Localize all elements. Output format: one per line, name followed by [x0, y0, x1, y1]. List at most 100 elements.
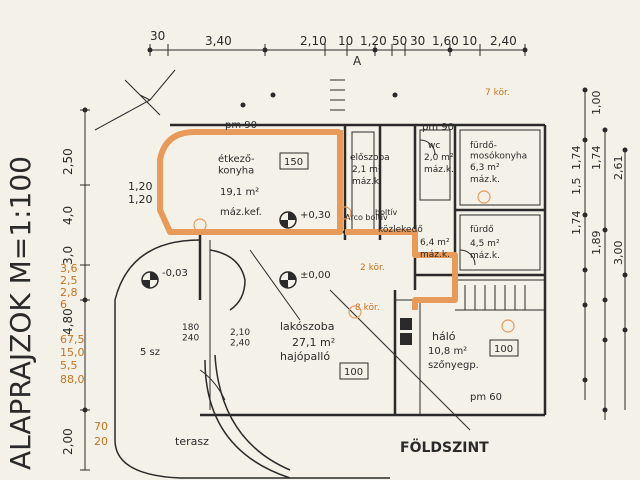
room-furdo-floor: máz.k.: [470, 175, 500, 185]
kitchen-highlight: [157, 129, 458, 310]
margin-note-3: 2,5: [60, 274, 78, 287]
room-halo-name: háló: [432, 330, 456, 343]
note-boltiv: Arco boltív: [345, 213, 388, 222]
note-stair-5: 5 sz: [140, 347, 160, 358]
dim-left-2: 3,0: [61, 246, 75, 265]
dim-top-5: 50: [392, 34, 407, 48]
dim-top-6: 30: [410, 34, 425, 48]
room-halo-area: 10,8 m²: [428, 346, 467, 357]
terrace-outline: [114, 239, 390, 479]
chimney: [400, 318, 412, 345]
room-furdo2-floor: máz.k.: [470, 251, 500, 261]
room-furdo-area: 6,3 m²: [470, 163, 500, 173]
room-eloszoba-area: 2,1 m²: [352, 165, 382, 175]
dim-right-7: 3,00: [612, 241, 625, 266]
side-title: ALAPRAJZOK M=1:100: [4, 156, 37, 470]
left-margin-notes: 1,20 1,20 3,6 2,5 2,8 6 67,5 15,0 5,5 88…: [60, 180, 153, 448]
room-etkezo-level: 150: [284, 157, 303, 168]
room-etkezo-area: 19,1 m²: [220, 187, 259, 198]
room-wc-floor: máz.k.: [424, 165, 454, 175]
dim-left-4: 2,00: [61, 428, 75, 455]
room-kozlekedo-floor: máz.k.: [420, 250, 450, 260]
note-pm-bath: pm 90: [422, 122, 454, 133]
annotations: pm 90 pm 90 pm 60 +0,30 -0,03 ±0,00 Arco…: [140, 88, 510, 403]
note-nr-8: 8 kör.: [355, 303, 380, 313]
room-etkezo-name: étkező-konyha: [218, 153, 255, 177]
margin-note-9: 88,0: [60, 373, 85, 386]
dim-top-1: 3,40: [205, 34, 232, 48]
dim-top-0: 30: [150, 29, 165, 43]
note-level-003: -0,03: [162, 268, 188, 279]
note-pm-kitchen: pm 90: [225, 120, 257, 131]
north-arrow: [94, 69, 176, 131]
dim-right-3: 1,74: [590, 146, 603, 171]
room-furdo2-name: fürdő: [470, 225, 494, 235]
room-lakoszoba-area: 27,1 m²: [292, 336, 335, 349]
left-dimension-labels: 2,50 4,0 3,0 4,80 2,00: [61, 148, 75, 455]
room-kozlekedo-name: közlekedő: [378, 225, 423, 235]
dim-top-8: 10: [462, 34, 477, 48]
dim-right-2: 1,5: [570, 178, 583, 196]
room-lakoszoba-level: 100: [344, 367, 363, 378]
dim-right-6: 1,89: [590, 231, 603, 256]
north-mark: A: [353, 54, 362, 68]
note-nr-7: 7 kör.: [485, 88, 510, 98]
note-level-030: +0,30: [300, 210, 331, 221]
room-wc-area: 2,0 m²: [424, 153, 454, 163]
dim-left-1: 4,0: [61, 206, 75, 225]
room-furdo-name: fürdő-mosókonyha: [470, 141, 527, 161]
stair-hatch: [330, 79, 545, 311]
margin-note-10: 70: [94, 420, 108, 433]
room-halo-level: 100: [494, 344, 513, 355]
room-etkezo-level-box: [279, 152, 309, 170]
door-swings: [199, 139, 476, 401]
room-etkezo-floor: máz.kef.: [220, 206, 262, 218]
dimension-dots: [82, 47, 628, 413]
room-kozlekedo-area: 6,4 m²: [420, 238, 450, 248]
floor-label: FÖLDSZINT: [400, 438, 489, 456]
side-title-text: ALAPRAJZOK M=1:100: [4, 156, 37, 470]
room-eloszoba-floor: máz.k.: [352, 177, 382, 187]
room-lakoszoba-name: lakószoba: [280, 320, 334, 333]
dim-right-5: 1,74: [570, 211, 583, 236]
margin-note-4: 2,8: [60, 286, 78, 299]
note-level-000: ±0,00: [300, 270, 331, 281]
dim-right-1: 1,74: [570, 146, 583, 171]
note-nr-2: 2 kör.: [360, 263, 385, 273]
margin-note-0: 1,20: [128, 180, 153, 193]
level-markers: [141, 211, 297, 289]
room-terasz-name: terasz: [175, 435, 209, 448]
margin-note-6: 67,5: [60, 333, 85, 346]
top-dimension-labels: 30 3,40 2,10 10 1,20 50 30 1,60 10 2,40: [150, 29, 517, 48]
circled-markers: [193, 190, 515, 333]
dim-right-0: 1,00: [590, 91, 603, 116]
section-lines: [249, 249, 471, 431]
right-dimension-labels: 1,00 1,74 1,5 1,74 2,61 1,74 1,89 3,00: [570, 91, 625, 266]
margin-note-2: 3,6: [60, 262, 78, 275]
dim-top-4: 1,20: [360, 34, 387, 48]
margin-note-8: 5,5: [60, 359, 78, 372]
margin-note-5: 6: [60, 298, 67, 311]
room-halo-floor: szőnyegp.: [428, 359, 479, 371]
dim-top-7: 1,60: [432, 34, 459, 48]
room-eloszoba-name: előszoba: [350, 153, 390, 163]
room-lakoszoba-level-box: [339, 362, 369, 380]
margin-note-7: 15,0: [60, 346, 85, 359]
room-lakoszoba-floor: hajópalló: [280, 350, 330, 363]
margin-note-11: 20: [94, 435, 108, 448]
note-pm-bedroom: pm 60: [470, 392, 502, 403]
dim-top-9: 2,40: [490, 34, 517, 48]
dim-top-2: 2,10: [300, 34, 327, 48]
dim-right-4: 2,61: [612, 156, 625, 181]
note-boltiv-2: boltív: [375, 208, 398, 217]
room-labels: étkező-konyha 19,1 m² máz.kef. 150 elősz…: [175, 141, 527, 448]
dim-top-3: 10: [338, 34, 353, 48]
room-wc-name: wc: [428, 141, 440, 151]
dim-left-3: 4,80: [61, 308, 75, 335]
room-halo-level-box: [489, 339, 519, 357]
room-furdo2-area: 4,5 m²: [470, 239, 500, 249]
